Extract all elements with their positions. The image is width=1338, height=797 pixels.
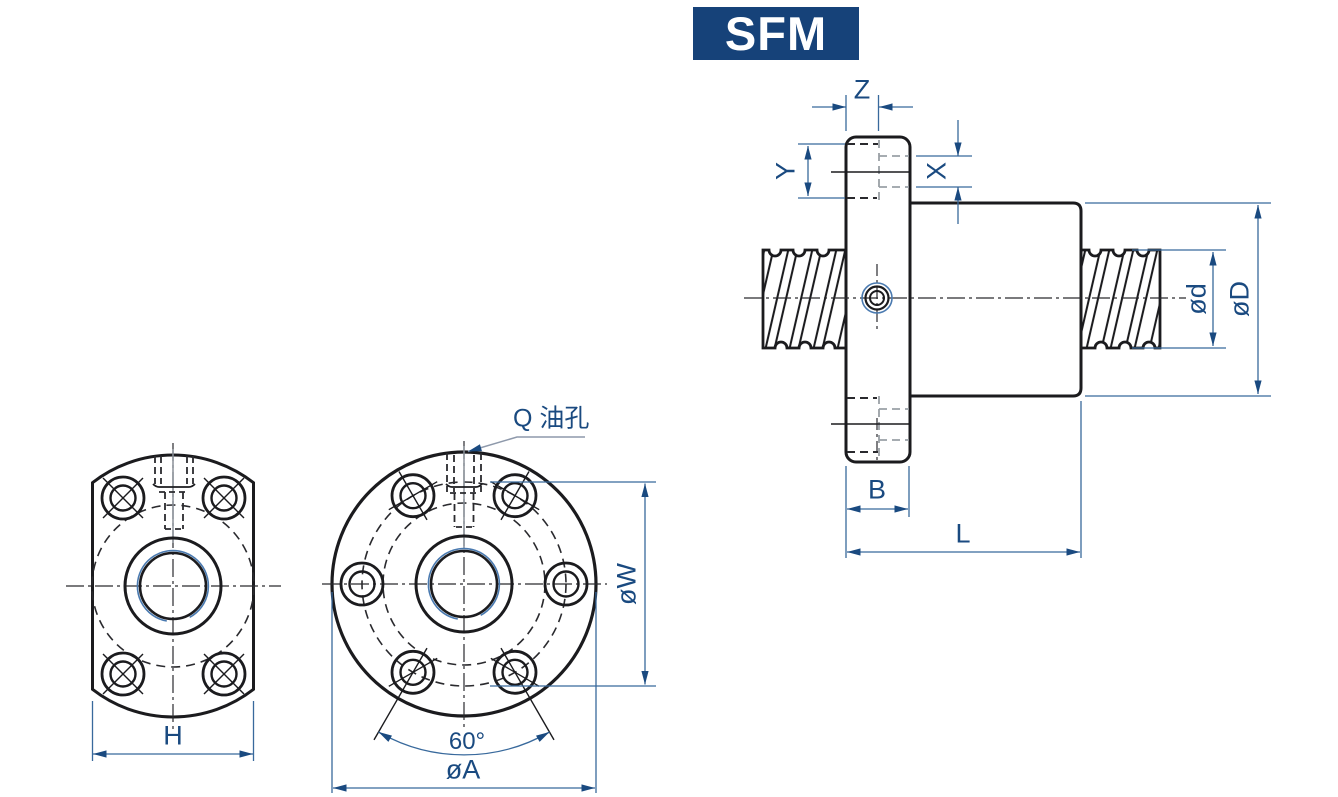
- h-dimension: [91, 701, 255, 761]
- dim-label-y: Y: [770, 161, 801, 181]
- hole-center-marks: [373, 471, 555, 741]
- hidden-lines-bottom: [831, 396, 909, 456]
- bore: [123, 536, 223, 636]
- dim-label-h: H: [163, 720, 183, 751]
- model-badge-label: SFM: [724, 7, 828, 60]
- dim-label-diameter-A: øA: [445, 754, 481, 785]
- front-view-round-flange: [322, 436, 656, 793]
- side-view: [744, 95, 1271, 558]
- dim-label-diameter-d: ød: [1181, 283, 1212, 315]
- oil-channel-hidden: [152, 456, 196, 530]
- dim-label-l: L: [955, 518, 971, 549]
- round-view-dimensions: [331, 481, 656, 793]
- bolt-holes: [100, 475, 247, 697]
- screw-shaft-right-icon: [1079, 248, 1162, 350]
- dim-label-diameter-D: øD: [1224, 281, 1255, 317]
- dim-label-x: X: [921, 161, 952, 181]
- front-view-flat-flange: [66, 443, 281, 761]
- dim-label-z: Z: [853, 74, 871, 105]
- bore: [414, 534, 514, 634]
- flat-flange-outline: [91, 453, 255, 719]
- dim-label-angle: 60°: [448, 728, 486, 755]
- hidden-lines-top: [831, 140, 909, 200]
- side-view-dimensions: [798, 95, 1271, 558]
- hole-center-marks: [102, 477, 245, 695]
- screw-shaft-left-icon: [761, 248, 848, 350]
- oil-channel-hidden: [445, 453, 483, 528]
- oil-hole-icon: [861, 282, 893, 314]
- nut-body: [908, 201, 1083, 398]
- dim-label-diameter-W: øW: [611, 563, 642, 605]
- oil-hole-label: Q 油孔: [513, 404, 590, 433]
- flange-plate: [844, 135, 912, 464]
- oil-hole-leader: [467, 436, 585, 453]
- bolt-holes: [339, 471, 589, 741]
- model-badge: SFM: [693, 7, 859, 60]
- dim-label-b: B: [867, 474, 887, 505]
